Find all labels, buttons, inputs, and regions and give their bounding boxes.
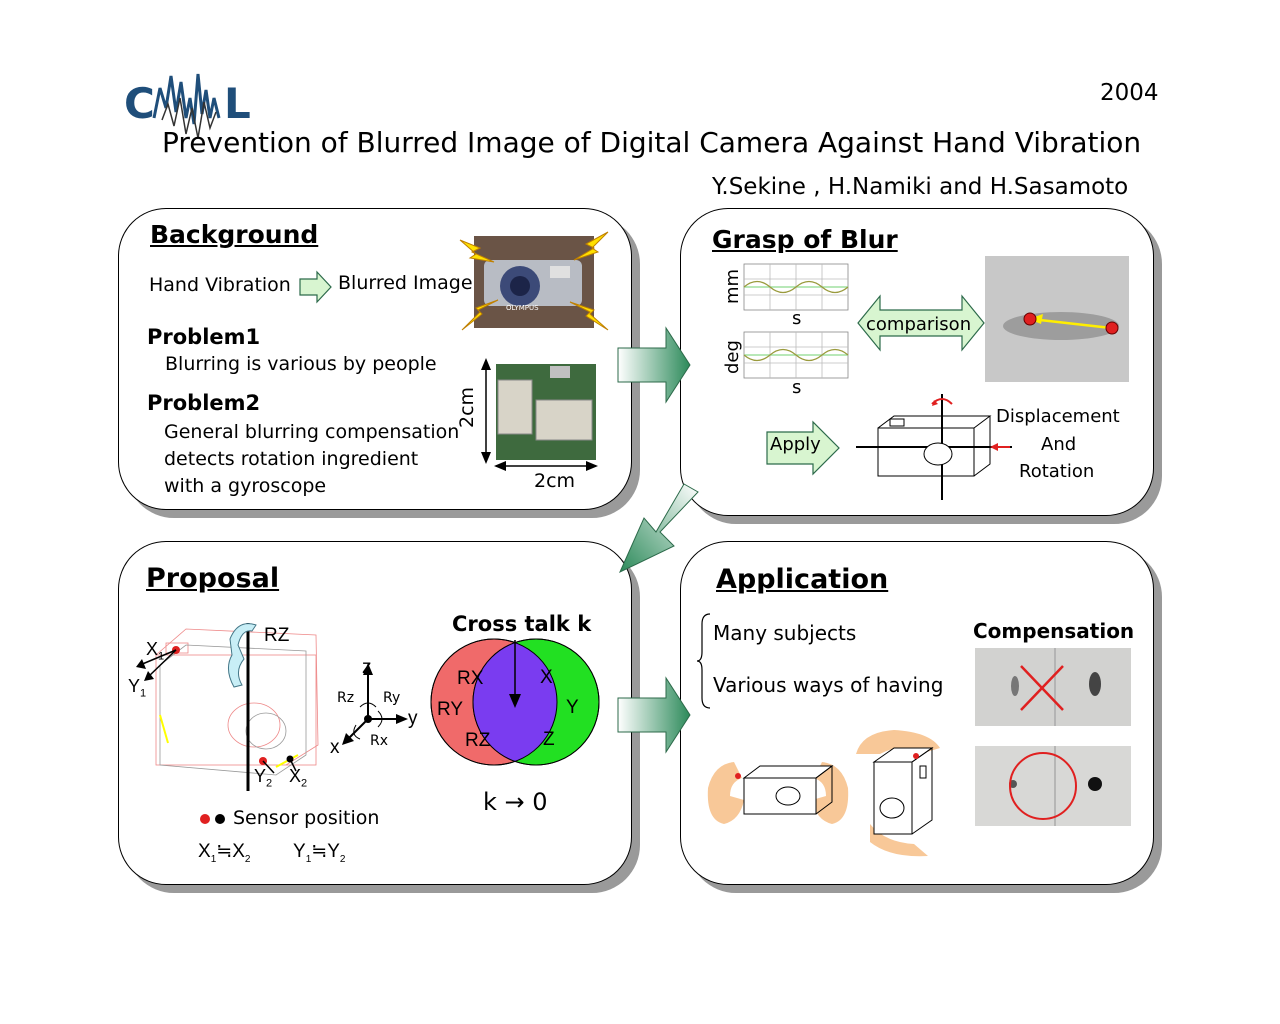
y2-label: Y2 (254, 766, 273, 790)
gyroscope-board-photo (481, 358, 598, 471)
compensated-photo (975, 746, 1131, 826)
y1-label: Y1 (128, 676, 147, 700)
camera-wireframe (856, 394, 1012, 500)
problem2-line-2: detects rotation ingredient (164, 448, 419, 470)
venn-right-z: Z (543, 729, 555, 750)
plot1-xlabel: s (792, 308, 802, 329)
hands-holding-camera-2 (856, 730, 940, 857)
comparison-arrow (857, 294, 985, 352)
cause-arrow-icon (299, 270, 332, 304)
arrow-down-left (618, 483, 699, 574)
authors: Y.Sekine , H.Namiki and H.Sasamoto (712, 174, 1129, 200)
cause-label: Hand Vibration (149, 274, 291, 296)
problem2-title: Problem2 (147, 391, 261, 415)
page-title: Prevention of Blurred Image of Digital C… (162, 126, 1142, 159)
problem1-text: Blurring is various by people (165, 353, 437, 375)
axis-z-label: z (362, 657, 372, 678)
axis-y-label: y (408, 708, 418, 729)
rx-small-label: Rx (370, 733, 389, 749)
background-heading: Background (150, 220, 319, 249)
x2-label: X2 (289, 766, 308, 790)
rotation-plot (743, 331, 849, 379)
hands-holding-camera-1 (707, 762, 849, 824)
application-item-2: Various ways of having (713, 673, 944, 697)
venn-right-y: Y (566, 697, 579, 718)
rz-small-label: Rz (337, 690, 355, 706)
apply-label: Apply (770, 434, 821, 455)
application-heading: Application (716, 564, 889, 595)
problem2-line-3: with a gyroscope (164, 475, 327, 497)
compensation-label: Compensation (973, 619, 1135, 643)
camal-logo: C L (124, 68, 269, 142)
year: 2004 (1100, 80, 1159, 106)
axis-x-label: x (330, 737, 340, 758)
brace-icon (696, 613, 711, 709)
application-item-1: Many subjects (713, 621, 857, 645)
venn-left-rz: RZ (465, 730, 491, 751)
svg-text:C: C (124, 79, 153, 128)
result-line-1: Displacement (996, 406, 1120, 427)
venn-right-x: X (540, 667, 553, 688)
sensor-placement-diagram (136, 623, 319, 791)
sensor-dots-icon (200, 814, 225, 824)
axis-diagram (342, 663, 408, 745)
grasp-heading: Grasp of Blur (712, 225, 898, 254)
sensor-legend: Sensor position (233, 807, 380, 829)
venn-left-rx: RX (457, 668, 484, 689)
ry-small-label: Ry (383, 690, 401, 706)
uncompensated-photo (975, 648, 1131, 726)
displacement-plot (743, 263, 849, 311)
problem2-line-1: General blurring compensation (164, 421, 460, 443)
svg-text:OLYMPUS: OLYMPUS (506, 304, 539, 312)
y-relation: Y1≒Y2 (293, 841, 346, 865)
blur-trace-photo (985, 256, 1129, 382)
effect-label: Blurred Image (338, 272, 473, 294)
arrow-right-bottom (617, 676, 691, 754)
result-line-3: Rotation (1019, 461, 1095, 482)
plot1-ylabel: mm (722, 268, 743, 304)
cross-talk-title: Cross talk k (452, 612, 592, 636)
proposal-heading: Proposal (146, 563, 280, 594)
venn-left-ry: RY (437, 699, 464, 720)
plot2-ylabel: deg (722, 340, 743, 374)
dimension-horizontal: 2cm (534, 470, 576, 492)
comparison-label: comparison (866, 314, 972, 335)
shaking-camera-photo: OLYMPUS (459, 231, 609, 331)
limit-text: k → 0 (483, 788, 548, 816)
flow-arrows (617, 326, 699, 754)
plot2-xlabel: s (792, 377, 802, 398)
arrow-right-top (617, 326, 691, 404)
problem1-title: Problem1 (147, 325, 261, 349)
x-relation: X1≒X2 (198, 841, 251, 865)
rz-label: RZ (264, 625, 290, 646)
dimension-vertical: 2cm (456, 386, 478, 428)
result-line-2: And (1041, 434, 1077, 455)
svg-text:L: L (224, 79, 250, 128)
cross-talk-venn (430, 638, 600, 766)
x1-label: X1 (146, 639, 165, 663)
apply-arrow (766, 420, 840, 476)
